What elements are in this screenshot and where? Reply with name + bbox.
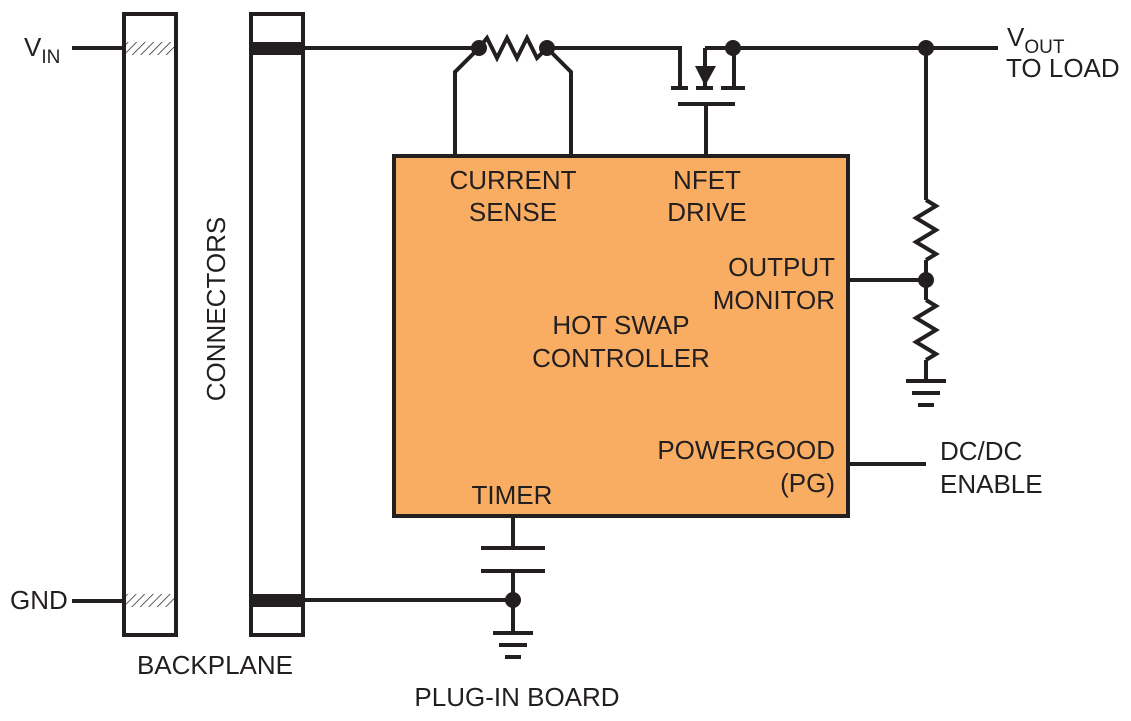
output-monitor-label-line1: OUTPUT (728, 252, 835, 282)
backplane-bar (122, 12, 178, 637)
fet-source-node (725, 40, 741, 56)
hot-swap-controller-block (392, 154, 850, 518)
plugin-gnd-contact (253, 594, 301, 607)
nfet-transistor-icon (671, 48, 745, 156)
dcdc-enable-label-line2: ENABLE (940, 469, 1043, 499)
nfet-drive-label-line1: NFET (673, 165, 741, 195)
current-sense-lead-left (453, 46, 481, 156)
powergood-label-line1: POWERGOOD (657, 435, 835, 465)
backplane-label: BACKPLANE (137, 650, 293, 680)
dcdc-enable-label-line1: DC/DC (940, 436, 1022, 466)
current-sense-label-line2: SENSE (469, 197, 557, 227)
hot-swap-controller-label-line2: CONTROLLER (532, 343, 710, 373)
plugin-board-label: PLUG-IN BOARD (414, 682, 619, 712)
divider-ground-icon (906, 379, 946, 407)
nfet-drive-label-line2: DRIVE (667, 197, 746, 227)
gnd-label: GND (10, 585, 68, 615)
timer-label: TIMER (472, 480, 553, 510)
ground-node (505, 592, 521, 608)
sense-resistor (477, 33, 549, 63)
divider-resistor-bottom (912, 298, 940, 362)
drain-wire (547, 46, 682, 88)
to-load-label: TO LOAD (1006, 53, 1120, 83)
current-sense-label-line1: CURRENT (449, 165, 576, 195)
vout-label: VOUT (1007, 22, 1065, 58)
connectors-label: CONNECTORS (201, 217, 231, 401)
powergood-label-line2: (PG) (780, 468, 835, 498)
backplane-vin-contact (126, 42, 174, 55)
plugin-vin-contact (253, 42, 301, 55)
plugin-connector-bar (249, 12, 305, 637)
divider-resistor-top (912, 198, 940, 262)
backplane-gnd-contact (126, 594, 174, 607)
vin-label: VIN (24, 32, 60, 68)
current-sense-lead-right (545, 46, 573, 156)
plugin-ground-icon (493, 631, 533, 659)
hot-swap-controller-label-line1: HOT SWAP (552, 310, 689, 340)
output-monitor-label-line2: MONITOR (713, 285, 835, 315)
